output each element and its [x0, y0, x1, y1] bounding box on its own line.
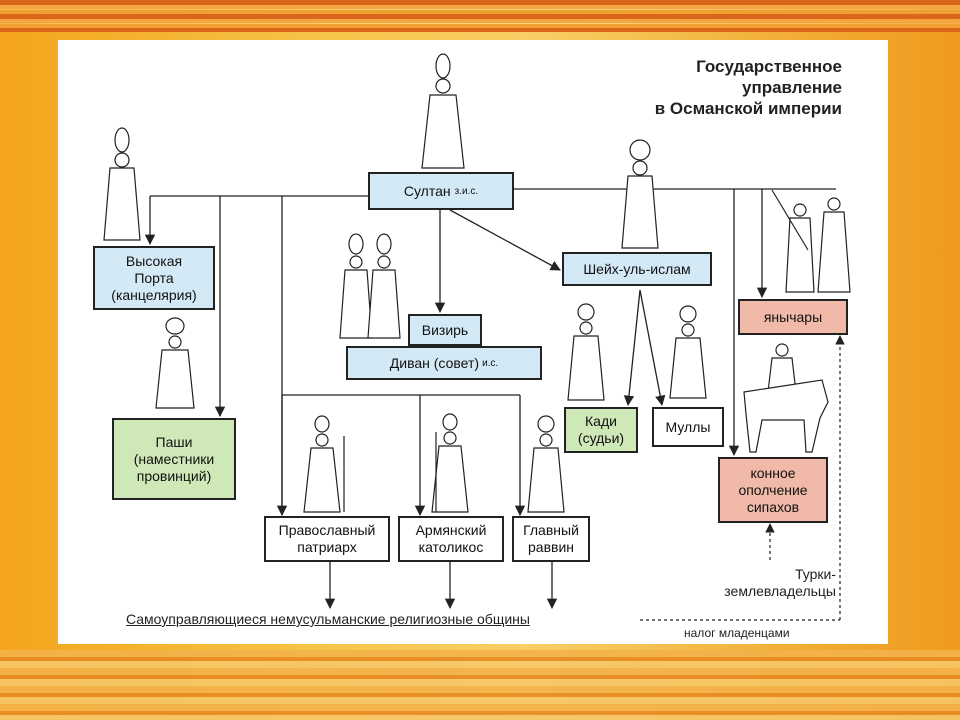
landowners-label: Турки- землевладельцы: [724, 566, 836, 599]
divan-note: и.с.: [482, 357, 499, 369]
figure-porta: [103, 127, 141, 241]
sultan-note: з.и.с.: [454, 185, 479, 197]
figure-janissaries: [771, 189, 851, 293]
figure-qadi: [567, 303, 605, 401]
sheikh-node: Шейх-уль-ислам: [562, 252, 712, 286]
figure-mulla: [669, 305, 707, 399]
cavalry-node: конное ополчение сипахов: [718, 457, 828, 523]
porta-node: Высокая Порта (канцелярия): [93, 246, 215, 310]
figure-viziers: [339, 233, 401, 339]
figure-pasha: [155, 317, 195, 409]
rabbi-node: Главный раввин: [512, 516, 590, 562]
divan-label: Диван (совет): [389, 354, 480, 371]
qadi-node: Кади (судьи): [564, 407, 638, 453]
figure-rabbi: [527, 415, 565, 513]
pashas-node: Паши (наместники провинций): [112, 418, 236, 500]
diagram-title: Государственное управление в Османской и…: [654, 57, 842, 118]
communities-label: Самоуправляющиеся немусульманские религи…: [126, 611, 530, 627]
child-levy-label: налог младенцами: [684, 626, 790, 640]
patriarch-node: Православный патриарх: [264, 516, 390, 562]
sultan-label: Султан: [403, 182, 451, 199]
top-stripes: [0, 0, 960, 32]
figure-sultan: [421, 53, 465, 169]
sultan-node: Султан з.и.с.: [368, 172, 514, 210]
divan-node: Диван (совет) и.с.: [346, 346, 542, 380]
figure-patriarch: [303, 415, 345, 513]
janissaries-node: янычары: [738, 299, 848, 335]
figure-sheikh: [621, 139, 659, 249]
mullahs-node: Муллы: [652, 407, 724, 447]
catholicos-node: Армянский католикос: [398, 516, 504, 562]
vizier-node: Визирь: [408, 314, 482, 346]
figure-silhouettes: [103, 53, 851, 513]
bottom-stripes: [0, 650, 960, 720]
figure-cavalry: [743, 343, 829, 453]
figure-catholicos: [431, 413, 469, 513]
